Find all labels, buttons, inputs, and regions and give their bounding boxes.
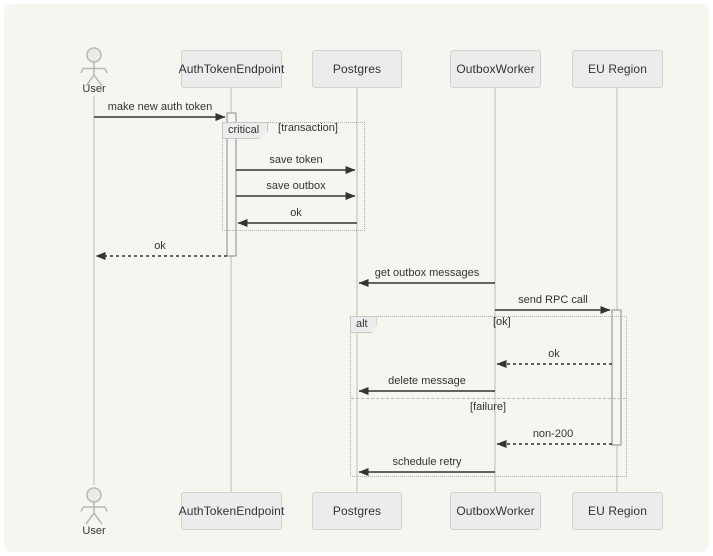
message-label: ok (290, 207, 302, 219)
message-label: get outbox messages (374, 267, 480, 279)
message-label: schedule retry (392, 456, 462, 468)
participant-authtokenendpoint-top: AuthTokenEndpoint (179, 50, 284, 88)
participant-postgres-top: Postgres (312, 50, 402, 88)
message-label: delete message (388, 375, 466, 387)
user-actor-icon-top (80, 47, 108, 87)
participant-outboxworker-bottom: OutboxWorker (450, 492, 541, 530)
critical-frame-label: critical (222, 122, 269, 139)
participant-outboxworker-top: OutboxWorker (450, 50, 541, 88)
critical-frame-guard: [transaction] (278, 122, 338, 134)
message-label: send RPC call (518, 294, 588, 306)
message-label: ok (548, 348, 560, 360)
activation-eu-region (611, 309, 622, 446)
message-arrows (94, 113, 612, 476)
message-label: non-200 (532, 428, 574, 440)
activation-authtokenendpoint (226, 112, 237, 257)
alt-frame-label: alt (350, 316, 377, 333)
actor-user-label-bottom: User (82, 525, 106, 537)
participant-eu-region-bottom: EU Region (572, 492, 663, 530)
alt-frame (350, 316, 627, 477)
message-label: make new auth token (107, 101, 213, 113)
participant-eu-region-top: EU Region (572, 50, 663, 88)
user-actor-icon-bottom (80, 487, 108, 525)
message-label: save outbox (266, 180, 326, 192)
critical-frame (222, 122, 365, 231)
alt-guard-ok: [ok] (493, 316, 511, 328)
participant-postgres-bottom: Postgres (312, 492, 402, 530)
actor-user-label-top: User (82, 83, 106, 95)
message-label: ok (154, 240, 166, 252)
participant-authtokenendpoint-bottom: AuthTokenEndpoint (179, 492, 284, 530)
alt-guard-failure: [failure] (469, 401, 507, 413)
message-label: save token (269, 154, 323, 166)
alt-frame-divider (351, 398, 626, 399)
